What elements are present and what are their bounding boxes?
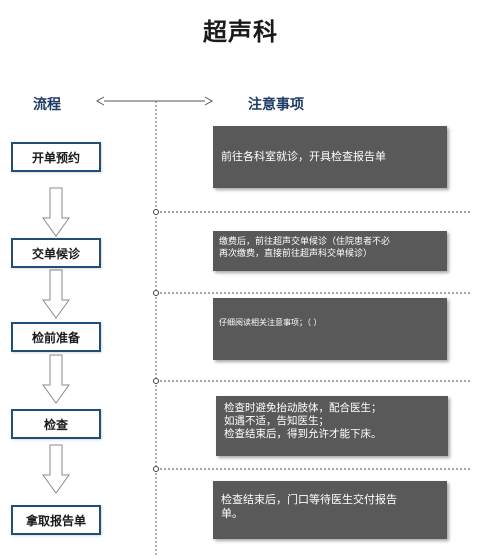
down-arrow-icon	[42, 187, 70, 237]
note-pre-exam-prep: 仔细阅读相关注意事项；（ ）	[213, 298, 447, 360]
note-submit-wait: 缴费后，前往超声交单候诊（住院患者不必 再次缴费，直接前往超声科交单候诊）	[213, 231, 447, 271]
note-line: 检查结束后，门口等待医生交付报告	[221, 493, 397, 506]
step-pre-exam-prep: 检前准备	[11, 322, 101, 352]
separator-4	[153, 466, 470, 472]
notes-header: 注意事项	[248, 97, 304, 113]
step-open-appointment: 开单预约	[11, 142, 101, 172]
note-line: 检查结束后，得到允许才能下床。	[224, 428, 382, 441]
note-line: 缴费后，前往超声交单候诊（住院患者不必	[219, 237, 391, 247]
separator-2	[153, 290, 470, 296]
separator-3	[153, 378, 470, 384]
page-title: 超声科	[203, 18, 278, 46]
note-open-appointment: 前往各科室就诊，开具检查报告单	[213, 126, 447, 188]
note-line: 仔细阅读相关注意事项；（ ）	[219, 318, 322, 327]
step-submit-wait: 交单候诊	[11, 238, 101, 268]
down-arrow-icon	[42, 354, 70, 404]
note-collect-report: 检查结束后，门口等待医生交付报告 单。	[213, 481, 447, 539]
note-line: 前往各科室就诊，开具检查报告单	[221, 149, 386, 163]
note-line: 单。	[221, 507, 243, 521]
flow-header: 流程	[33, 97, 61, 113]
down-arrow-icon	[42, 444, 70, 494]
down-arrow-icon	[42, 269, 70, 319]
note-line: 再次缴费，直接前往超声科交单候诊）	[219, 248, 373, 259]
note-line: 检查时避免抬动肢体，配合医生；	[224, 402, 382, 414]
note-examination: 检查时避免抬动肢体，配合医生； 如遇不适，告知医生； 检查结束后，得到允许才能下…	[216, 396, 448, 456]
note-line: 如遇不适，告知医生；	[224, 415, 329, 428]
separator-1	[153, 209, 470, 215]
header-double-arrow	[95, 96, 214, 106]
step-collect-report: 拿取报告单	[11, 505, 101, 535]
step-examination: 检查	[11, 409, 101, 439]
